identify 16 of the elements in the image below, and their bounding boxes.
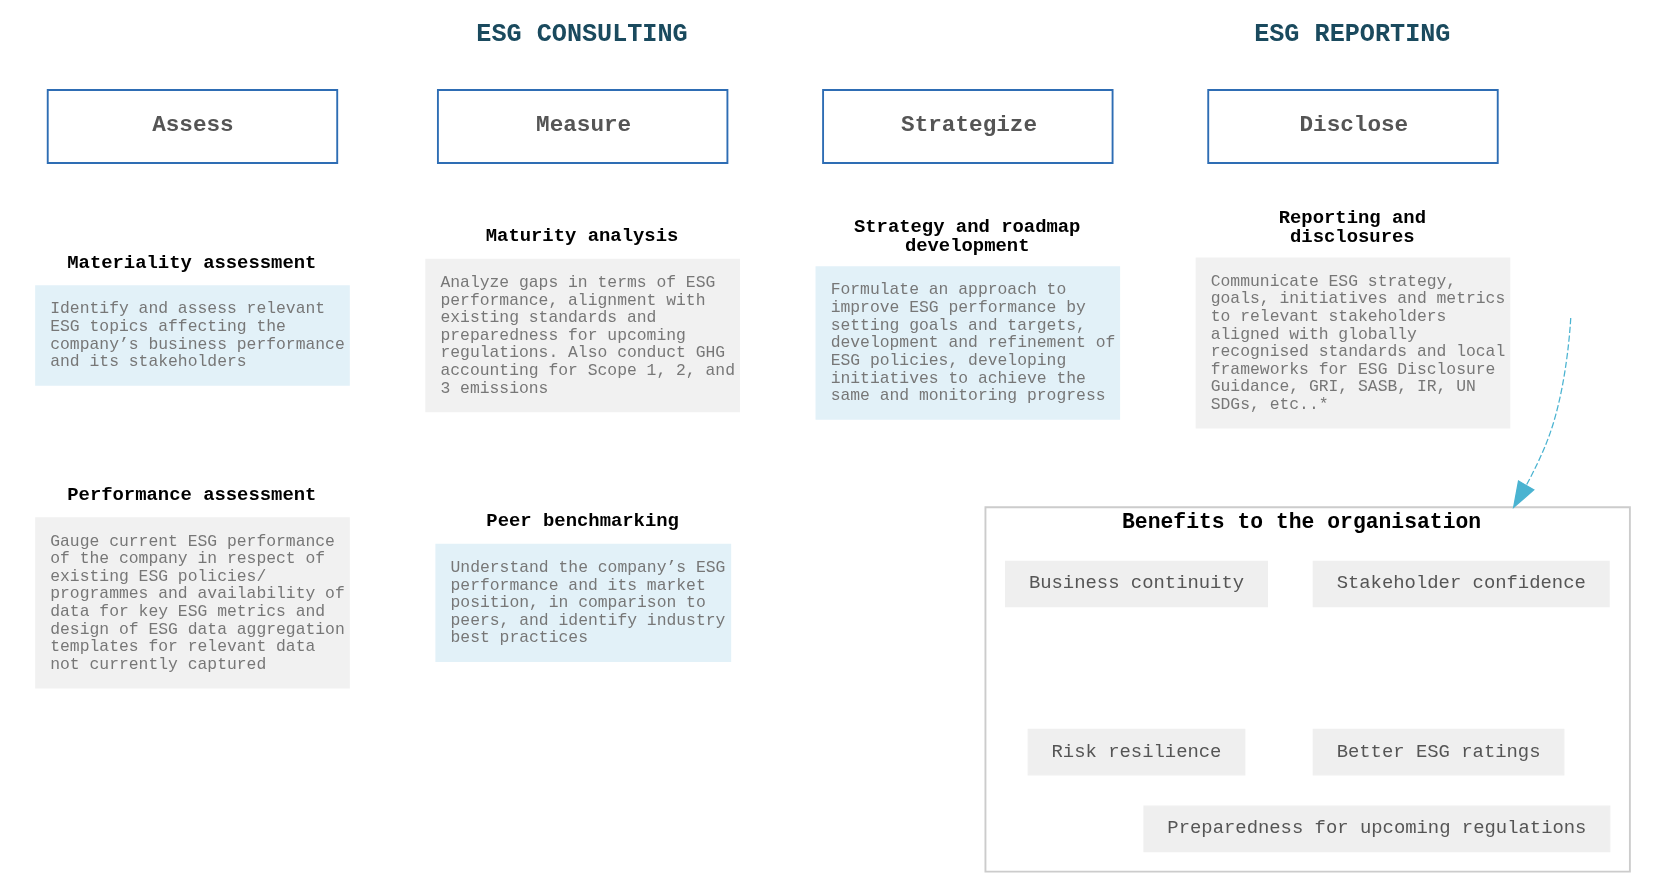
node-label: Strategy and roadmap development: [853, 216, 1081, 258]
node-label: Reporting and disclosures: [1278, 207, 1426, 249]
node-label: Materiality assessment: [67, 251, 317, 274]
node-box: Measure: [436, 89, 729, 164]
node-box: Disclose: [1207, 89, 1499, 164]
node-label: Performance assessment: [67, 483, 317, 506]
node-label: Peer benchmarking: [486, 510, 679, 533]
arrow: [1512, 317, 1572, 509]
node-box: Identify and assess relevant ESG topics affecting the company’s business performance and its stakeholders: [35, 285, 350, 386]
label: ESG REPORTING: [1254, 19, 1451, 49]
node-box: Strategize: [822, 89, 1114, 164]
node-box: Assess: [46, 89, 339, 164]
label: ESG CONSULTING: [476, 19, 688, 49]
node-box: Formulate an approach to improve ESG performance by setting goals and targets, development and refinement of ESG policies, developing initiatives to achieve the same and monitoring progress: [815, 266, 1121, 420]
node-label: Maturity analysis: [485, 225, 679, 248]
node-box: Understand the company’s ESG performance and its market position, in comparison to peers, and identify industry best practices: [435, 543, 732, 663]
